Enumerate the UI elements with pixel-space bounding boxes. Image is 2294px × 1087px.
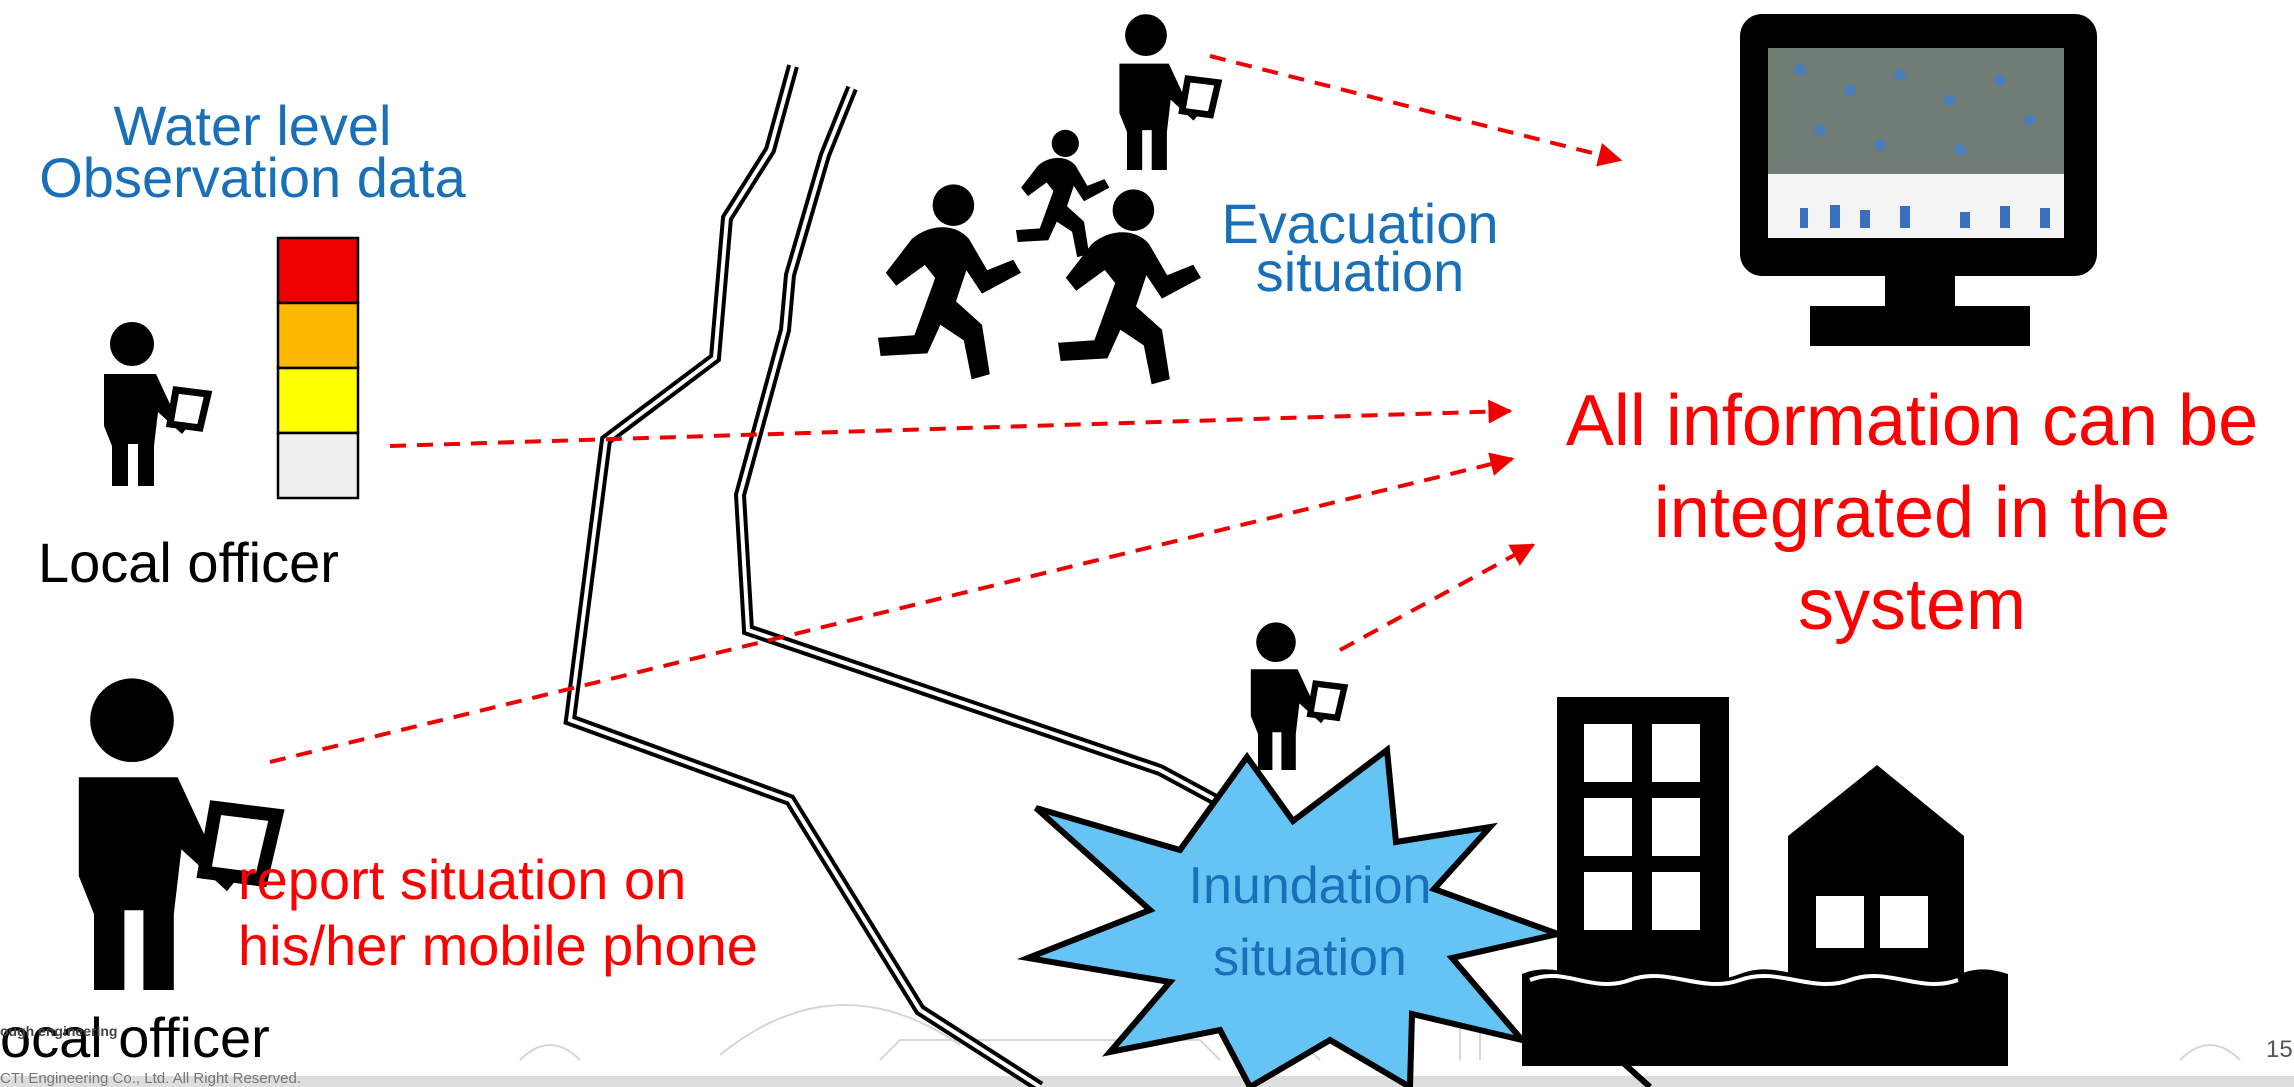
footer-copyright: CTI Engineering Co., Ltd. All Right Rese… [0,1070,301,1087]
integration-line3: system [1797,565,2027,645]
report-situation-label: report situation on his/her mobile phone [238,852,758,974]
local-officer-label-2: ocal officer [0,1006,270,1069]
gauge-level-block [276,236,360,305]
evacuation-situation-label: Evacuation situation [1195,196,1525,300]
running-person-icon [1016,129,1110,258]
gauge-level-block [276,431,360,500]
inundation-situation-label: Inundation situation [1150,860,1470,984]
water-level-gauge [276,236,360,500]
burst-icon [1016,744,1569,1087]
report-situation-line2: his/her mobile phone [238,914,758,977]
evacuation-line2: situation [1255,240,1465,303]
inundation-line2: situation [1213,929,1407,987]
water-level-title-line1: Water level [113,94,392,157]
running-person-icon [878,184,1021,380]
water-level-title-line2: Observation data [39,146,466,209]
footer-bar [0,1076,2294,1087]
gauge-level-block [276,366,360,435]
integration-line1: All information can be [1565,381,2259,461]
monitor-icon [1740,14,2097,346]
water-level-title: Water level Observation data [0,98,505,206]
flow-arrows [269,54,1623,764]
building-icon [1557,697,1729,1017]
integration-message: All information can be integrated in the… [1536,385,2288,641]
inundation-line1: Inundation [1188,857,1432,915]
footer-logo: ough engineering [0,1023,118,1039]
local-officer-label-1: Local officer [38,531,339,594]
report-situation-line1: report situation on [238,848,687,911]
water-wave-icon [1522,969,2008,1066]
house-icon [1788,765,1964,1010]
evacuation-line1: Evacuation [1221,192,1499,255]
field-reporter-figure-middle [1251,622,1345,770]
integration-line2: integrated in the [1653,473,2171,553]
field-reporter-figure-top [1119,14,1218,170]
gauge-level-block [276,301,360,370]
page-number: 15 [2266,1036,2293,1063]
local-officer-figure-1 [104,322,208,486]
